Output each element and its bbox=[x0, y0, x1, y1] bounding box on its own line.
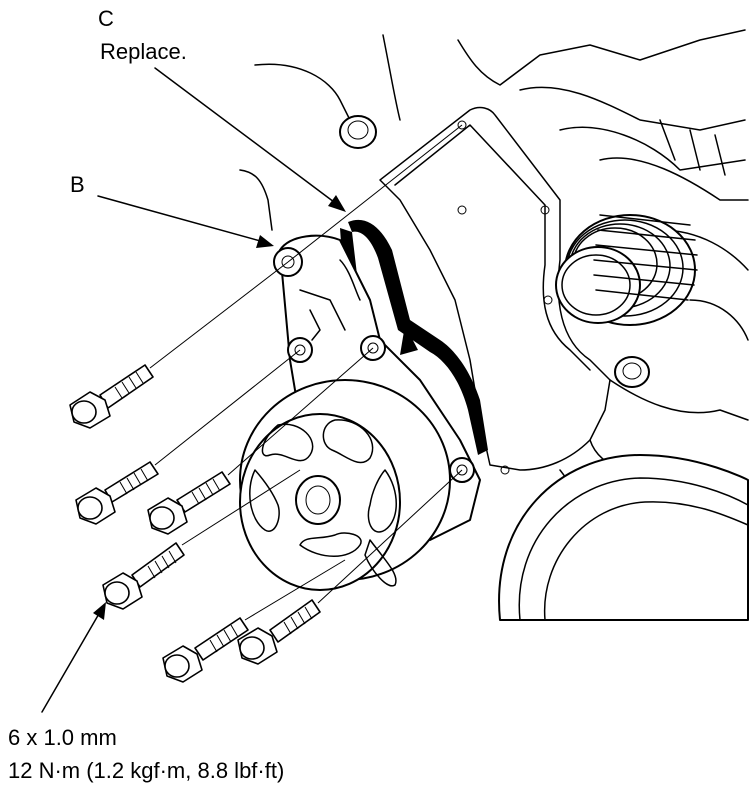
water-pump bbox=[239, 234, 481, 591]
bolt-3 bbox=[147, 471, 231, 535]
bolt-thread-spec: 6 x 1.0 mm bbox=[8, 725, 117, 750]
bolt-6 bbox=[237, 599, 321, 665]
bolt-1 bbox=[69, 364, 154, 429]
callout-c-label: C bbox=[98, 6, 114, 31]
crank-pulley-upper bbox=[555, 214, 698, 326]
alignment-lines bbox=[149, 124, 463, 621]
callout-arrow-c bbox=[154, 67, 346, 212]
crank-pulley-lower bbox=[498, 454, 749, 621]
bolt-torque-spec: 12 N·m (1.2 kgf·m, 8.8 lbf·ft) bbox=[8, 758, 285, 783]
bolt-5 bbox=[162, 617, 249, 683]
callout-b-label: B bbox=[70, 172, 85, 197]
callout-arrow-bolt bbox=[41, 602, 106, 713]
bolt-4 bbox=[102, 542, 185, 610]
bolt-2 bbox=[75, 461, 159, 525]
callout-arrow-b bbox=[97, 195, 274, 248]
callout-c-note: Replace. bbox=[100, 39, 187, 64]
